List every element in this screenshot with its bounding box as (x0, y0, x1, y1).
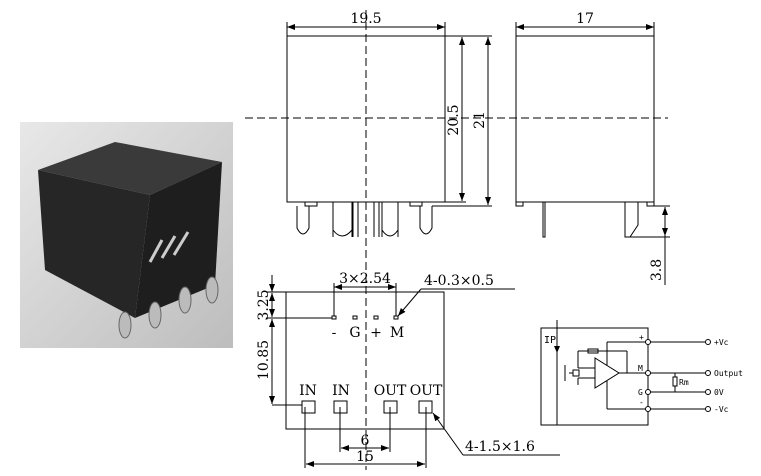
total-height-dim: 21 (472, 111, 488, 129)
resistor-label: Rm (679, 378, 689, 387)
pin-label: - (332, 325, 337, 341)
pin-length-dim: 3.8 (649, 259, 665, 281)
pins (296, 201, 433, 237)
top-dim: 3.25 (256, 289, 272, 320)
front-view: 19.5 20.5 21 (286, 11, 492, 237)
pitch-dim: 3×2.54 (339, 271, 391, 287)
pad-note: 4-1.5×1.6 (465, 439, 535, 455)
side-width-dim: 17 (576, 11, 594, 27)
pad-label: IN (299, 383, 317, 399)
pin-mark: - (639, 398, 644, 407)
pin-mark: + (639, 333, 644, 342)
inner-dim: 6 (361, 433, 370, 449)
circuit-diagram: IP + M G - (540, 320, 743, 426)
product-photo (20, 122, 233, 348)
small-pin-note: 4-0.3×0.5 (424, 273, 494, 289)
mid-dim: 10.85 (256, 340, 272, 380)
bottom-view: 3×2.54 4-0.3×0.5 - G + M 3.25 10.85 IN I… (256, 271, 560, 468)
output-label: Output (714, 369, 743, 378)
pin-mark: M (638, 364, 643, 373)
outer-dim: 15 (356, 449, 374, 465)
pad-label: IN (332, 383, 350, 399)
side-view: 17 3.8 (515, 11, 670, 285)
pad-label: OUT (374, 383, 407, 399)
output-label: -Vc (714, 405, 729, 414)
front-width-dim: 19.5 (350, 11, 381, 27)
body-height-dim: 20.5 (446, 104, 462, 135)
pin-label: M (390, 325, 404, 341)
output-label: +Vc (714, 338, 729, 347)
pad-label: OUT (410, 383, 443, 399)
pin-label: + (370, 325, 382, 341)
output-label: 0V (714, 388, 724, 397)
pin-label: G (349, 325, 360, 341)
ip-label: IP (544, 335, 556, 346)
pin-mark: G (638, 388, 643, 397)
